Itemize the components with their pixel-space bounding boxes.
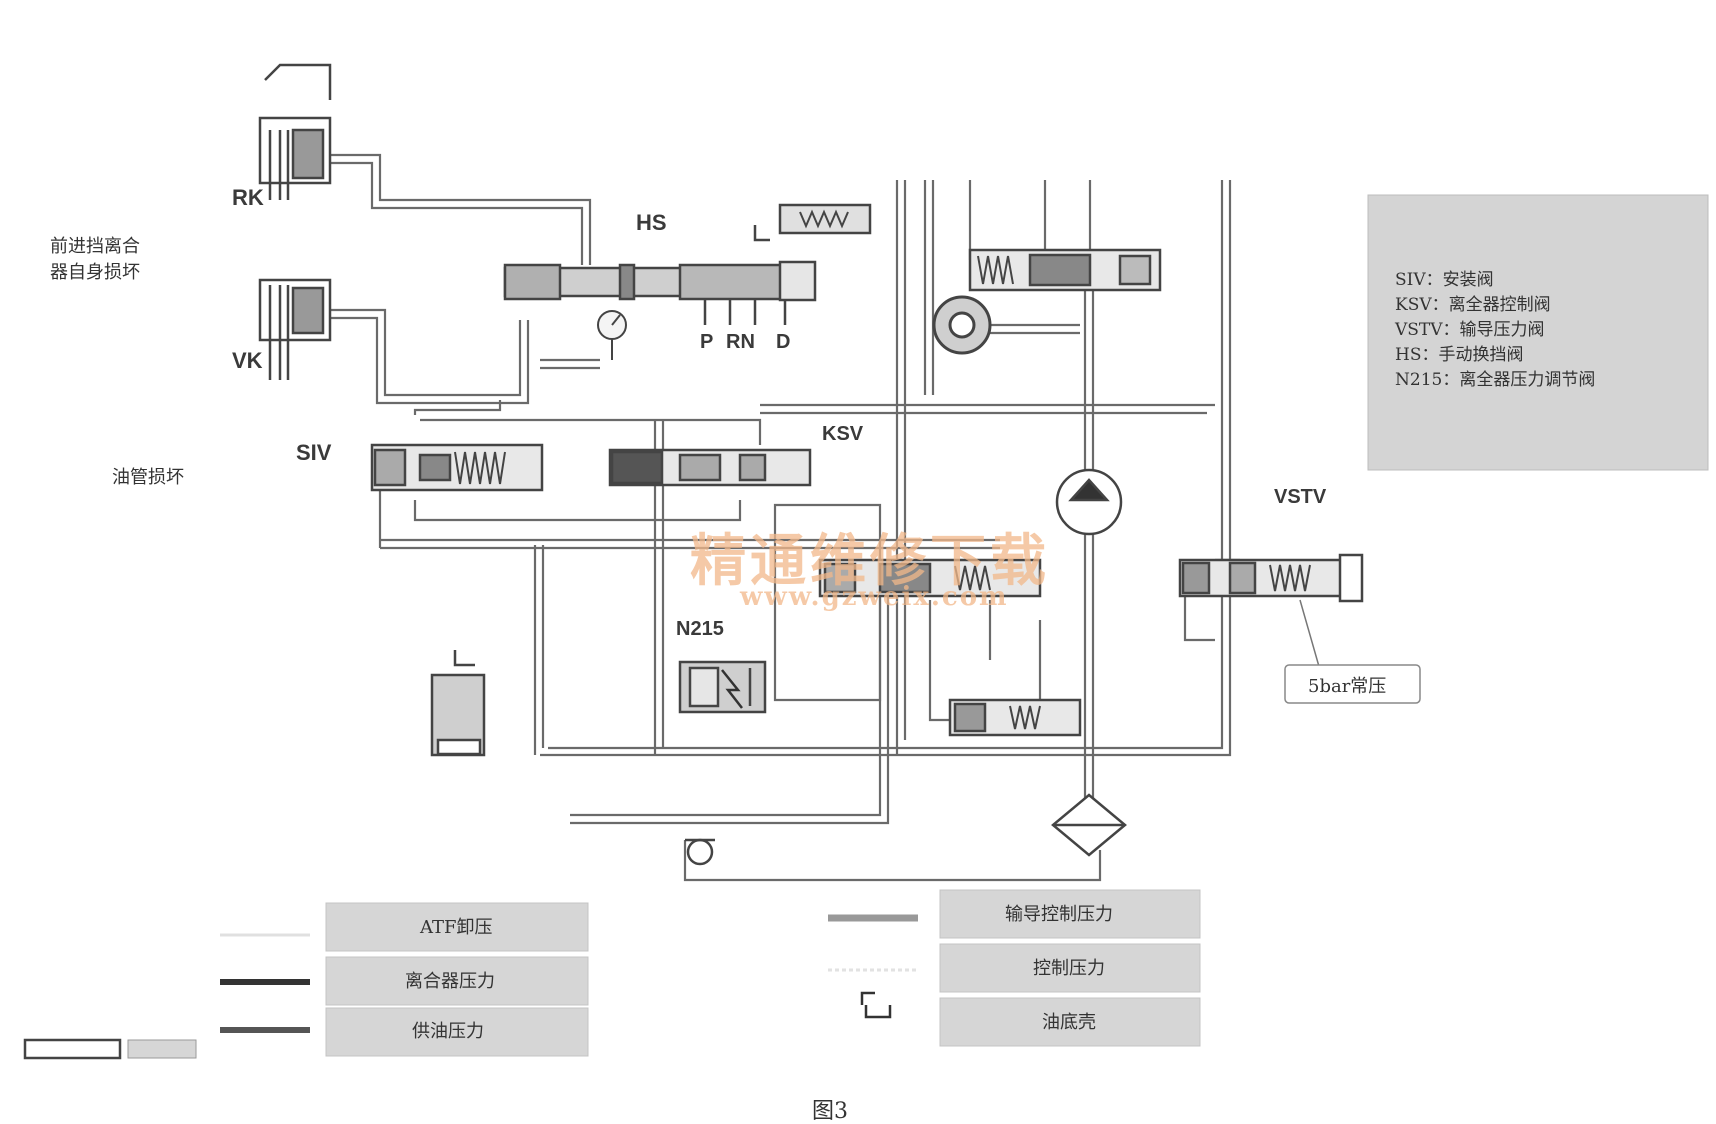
vstv-label: VSTV [1274,486,1327,508]
lower-right-valve [948,698,1082,737]
oil-pan-icon [860,991,892,1019]
watermark-url: www.gzweix.com [739,582,1009,612]
abbreviation-legend: SIV：安装阀 KSV：离全器控制阀 VSTV：输导压力阀 HS：手动换挡阀 N… [1367,194,1709,471]
partial-valve-graphic [23,1038,122,1060]
accumulator-icon [932,295,992,355]
ksv-valve [608,448,812,487]
key-pilot-control-pressure: 输导控制压力 [1005,904,1113,925]
siv-valve [370,443,544,492]
legend-line-siv: SIV：安装阀 [1395,270,1494,290]
pressure-gauge-icon [597,310,627,360]
constant-pressure-callout: 5bar常压 [1284,599,1421,704]
key-control-pressure: 控制压力 [1033,958,1105,979]
legend-line-hs: HS：手动换挡阀 [1395,345,1523,365]
key-clutch-pressure: 离合器压力 [405,971,495,992]
pipe-damaged-annotation: 油管损坏 [112,467,184,488]
position-p-label: P [700,331,713,353]
watermark-title: 精通维修下载 [690,528,1050,594]
position-d-label: D [776,331,790,353]
legend-line-n215: N215：离全器压力调节阀 [1395,370,1595,390]
legend-line-vstv: VSTV：输导压力阀 [1394,320,1545,340]
spring-valve-top [753,203,872,242]
siv-label: SIV [296,440,332,465]
partial-key-box [127,1039,197,1059]
n215-label: N215 [676,618,724,640]
rk-label: RK [232,185,264,210]
key-oil-pan: 油底壳 [1042,1012,1096,1033]
n215-solenoid-valve [678,660,767,714]
forward-clutch-annotation-line1: 前进挡离合 [50,236,140,257]
lower-left-valve [430,650,486,757]
line-type-key: ATF卸压 离合器压力 供油压力 输导控制压力 控制压力 油底壳 [23,889,1201,1060]
hs-manual-valve [503,260,817,325]
legend-line-ksv: KSV：离全器控制阀 [1395,295,1551,315]
top-right-valve [968,248,1162,292]
vk-label: VK [232,348,263,373]
forward-clutch-annotation-line2: 器自身损坏 [50,262,140,283]
position-rn-label: RN [726,331,755,353]
rk-clutch [258,63,332,200]
constant-pressure-label: 5bar常压 [1308,676,1386,697]
vk-clutch [258,278,332,380]
oil-pump-icon [1055,468,1123,536]
hs-label: HS [636,210,667,235]
key-supply-pressure: 供油压力 [412,1021,484,1042]
ksv-label: KSV [822,423,864,445]
key-atf-relief: ATF卸压 [419,917,493,938]
oil-lines [330,153,1240,882]
vstv-valve [1178,553,1364,603]
center-pressure-valve [818,558,1042,598]
check-valve-icon [685,838,715,866]
oil-filter-icon [1051,793,1127,857]
figure-caption: 图3 [812,1099,848,1124]
